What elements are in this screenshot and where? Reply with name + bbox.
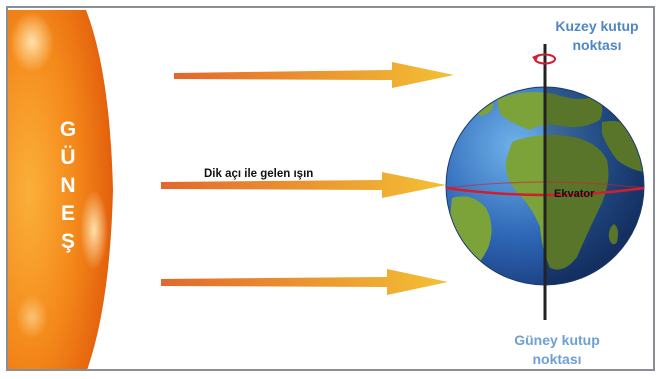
south-pole-label-line1: Güney kutup [514, 332, 600, 348]
sun-ray-bottom [161, 269, 448, 295]
continent-south-america [449, 196, 492, 278]
sun-letter: G [59, 118, 77, 141]
sun-label: G Ü N E Ş [57, 118, 79, 253]
sun-letter: Ü [60, 146, 76, 169]
sun-letter: N [60, 174, 76, 197]
south-pole-label: Güney kutup noktası [497, 331, 617, 369]
north-pole-label-line1: Kuzey kutup [555, 18, 639, 34]
diagram-drawing [8, 10, 645, 369]
continent-africa [505, 134, 609, 270]
continent-europe [497, 92, 603, 130]
sun-letter: Ş [60, 230, 75, 253]
sun-flare [16, 295, 48, 339]
north-pole-label-line2: noktası [572, 37, 622, 53]
north-pole-label: Kuzey kutup noktası [537, 17, 653, 55]
sun-flare [80, 190, 108, 270]
south-pole-label-line2: noktası [532, 351, 582, 367]
sun-flare [10, 12, 54, 72]
equator-label: Ekvator [554, 188, 595, 200]
sun-ray-middle [161, 172, 446, 198]
sun-ray-top [174, 62, 454, 88]
diagram-frame: G Ü N E Ş Dik açı ile gelen ışın Ekvator… [6, 6, 655, 371]
island-madagascar [608, 224, 618, 245]
earth-globe [445, 86, 645, 286]
sun-letter: E [60, 202, 75, 225]
ray-label: Dik açı ile gelen ışın [204, 168, 314, 180]
sun [8, 10, 113, 369]
rotation-arrow-icon [532, 53, 556, 65]
